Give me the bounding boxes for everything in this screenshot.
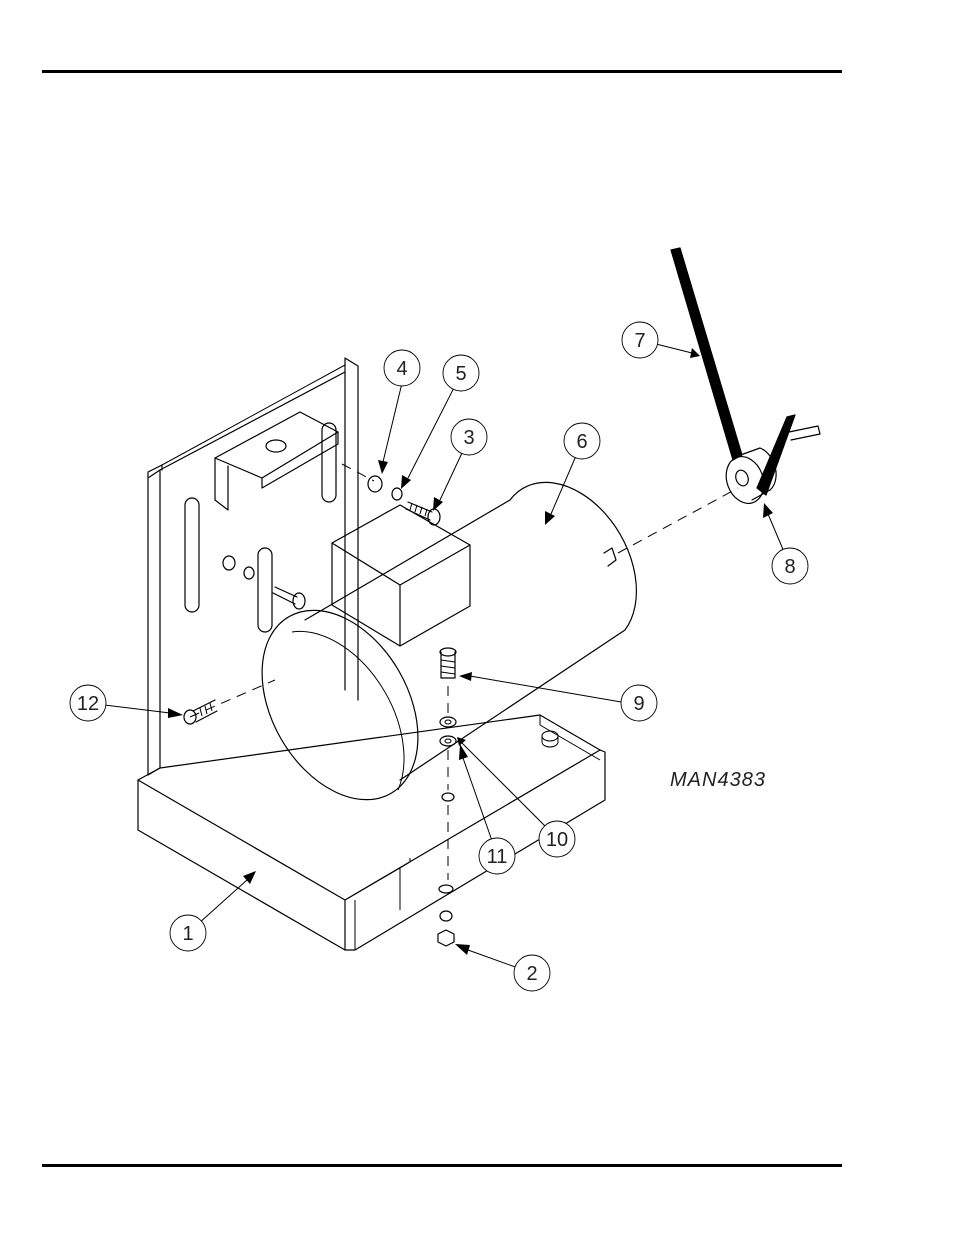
svg-text:8: 8	[784, 556, 795, 578]
callout-7: 7	[622, 322, 658, 358]
svg-text:4: 4	[396, 358, 407, 380]
svg-text:2: 2	[526, 963, 537, 985]
belt	[671, 248, 795, 495]
callout-12: 12	[70, 685, 106, 721]
vertical-hardware	[438, 648, 456, 946]
svg-text:9: 9	[633, 693, 644, 715]
svg-text:3: 3	[463, 427, 474, 449]
callout-4: 4	[384, 350, 420, 386]
vertical-bracket	[148, 358, 358, 775]
drawing-number: MAN4383	[670, 769, 766, 791]
svg-text:6: 6	[576, 431, 587, 453]
callout-6: 6	[564, 423, 600, 459]
callout-2: 2	[514, 955, 550, 991]
svg-text:1: 1	[182, 923, 193, 945]
svg-text:11: 11	[487, 846, 508, 868]
svg-text:5: 5	[455, 363, 466, 385]
callout-3: 3	[451, 419, 487, 455]
centerline-shaft	[618, 488, 738, 553]
callout-8: 8	[772, 548, 808, 584]
callout-1: 1	[170, 915, 206, 951]
leaders	[88, 340, 790, 973]
svg-text:7: 7	[634, 330, 645, 352]
mounting-screw	[184, 700, 217, 724]
callout-10: 10	[539, 821, 575, 857]
motor	[230, 482, 636, 827]
callout-5: 5	[443, 355, 479, 391]
callout-9: 9	[621, 685, 657, 721]
svg-text:12: 12	[77, 693, 99, 715]
bracket-hardware	[223, 556, 305, 609]
callout-11: 11	[479, 838, 515, 874]
svg-text:10: 10	[546, 829, 568, 851]
